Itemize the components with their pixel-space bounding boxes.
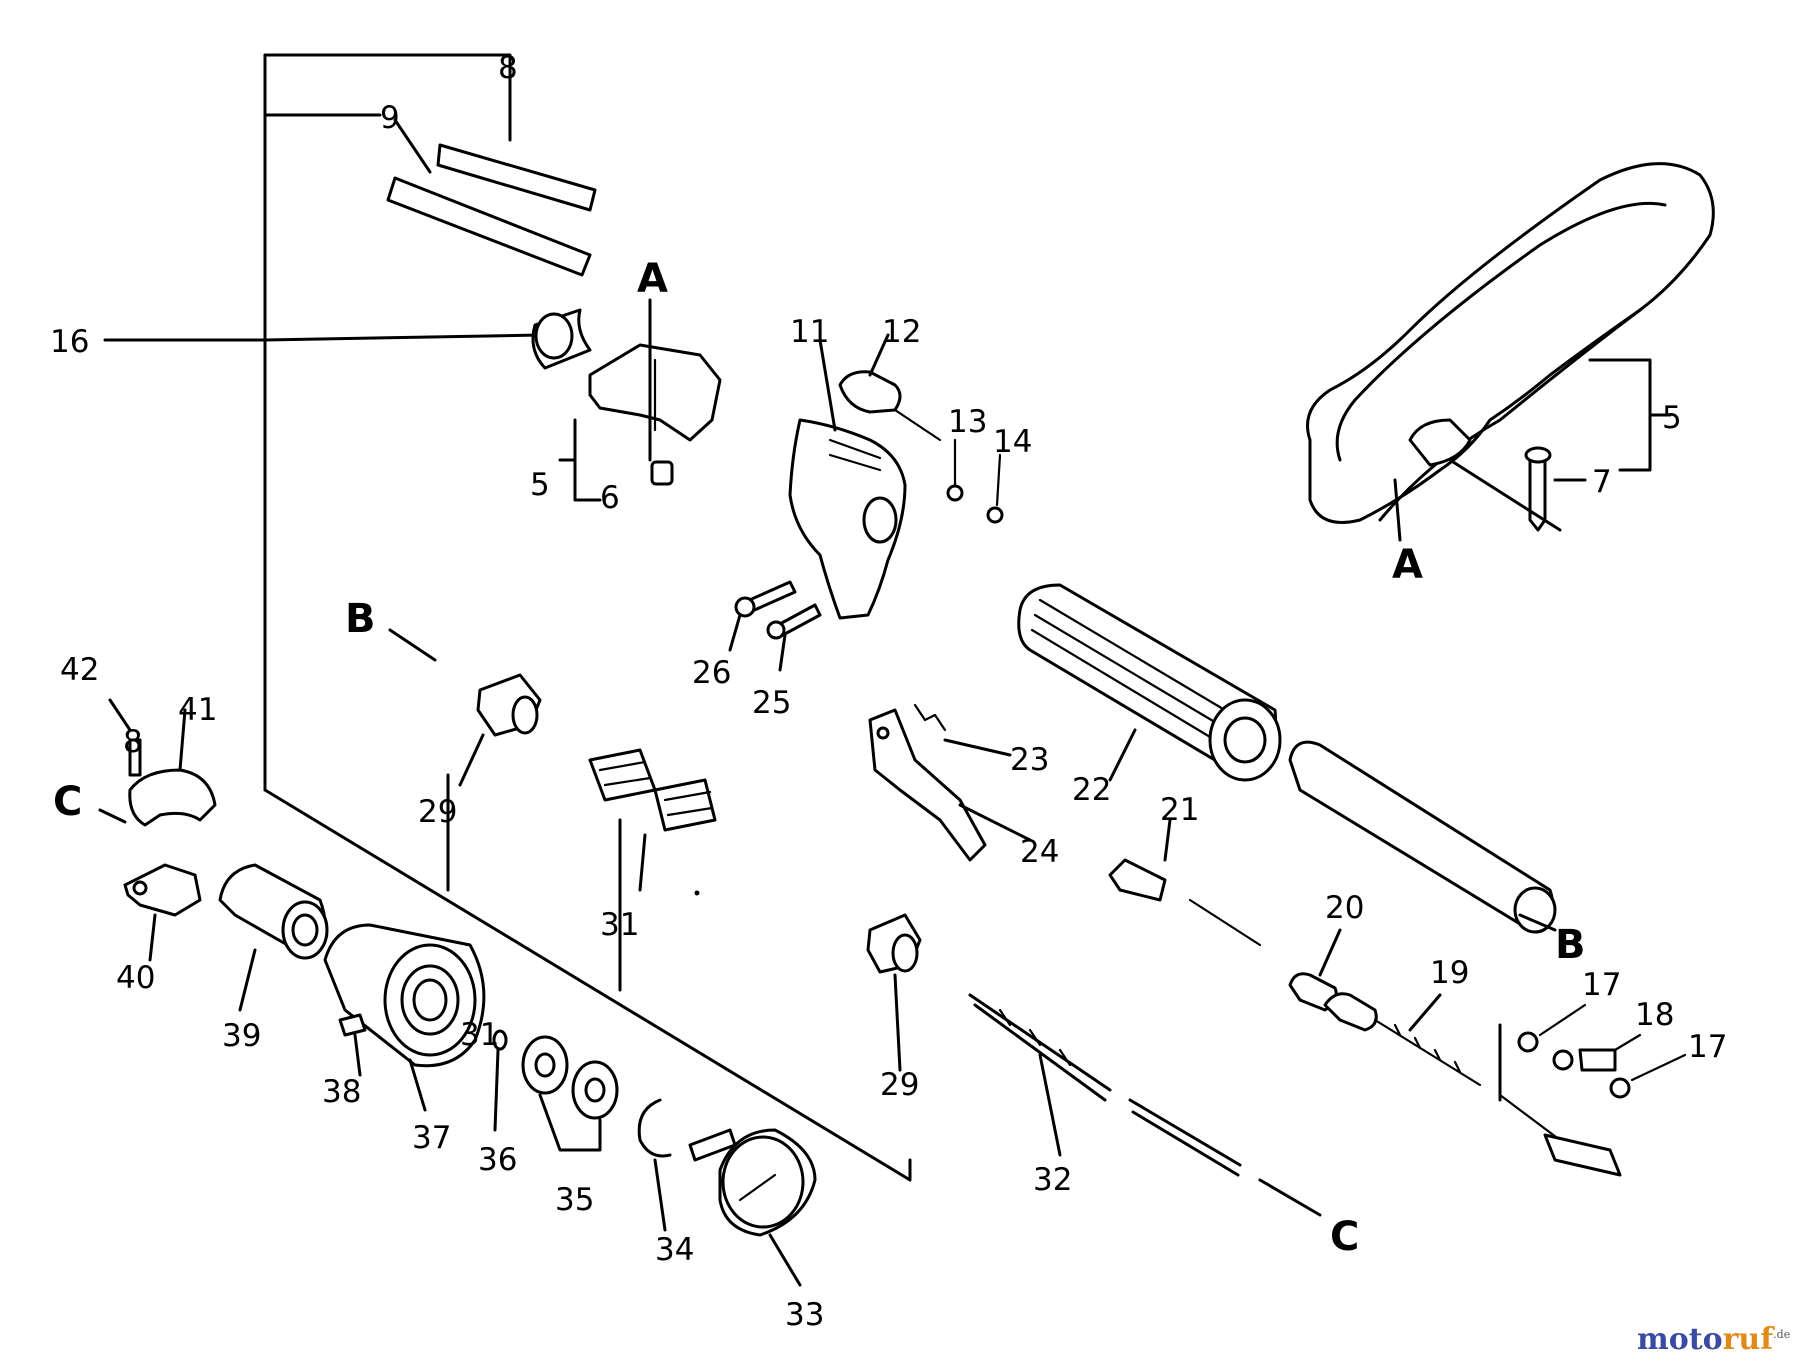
gear-case-37: [323, 923, 486, 1112]
callout-24: 24: [1020, 834, 1059, 870]
clamp-bracket-5: [558, 298, 722, 502]
callout-32: 32: [1033, 1162, 1072, 1198]
callout-40: 40: [116, 960, 155, 996]
callout-12: 12: [882, 314, 921, 350]
bearings-35: [521, 1035, 619, 1152]
lever-24: [868, 708, 1032, 862]
decal-9: [386, 118, 592, 277]
nut-14: [986, 453, 1004, 524]
drive-shaft-32: [968, 993, 1322, 1217]
spline-31: [588, 748, 717, 896]
callout-37: 37: [412, 1120, 451, 1156]
nut-13: [946, 438, 964, 502]
callout-13: 13: [948, 404, 987, 440]
callout-5-left: 5: [530, 467, 550, 503]
throttle-housing-11: [788, 338, 907, 620]
callout-20: 20: [1325, 890, 1364, 926]
callout-14: 14: [993, 424, 1032, 460]
reference-letters: A A B B C C: [53, 256, 1586, 1260]
callout-9: 9: [380, 100, 400, 136]
callout-31-top: 31: [600, 907, 639, 943]
callout-17-lower: 17: [1688, 1029, 1727, 1065]
hub-33: [688, 1128, 817, 1287]
callout-8-top: 8: [498, 50, 518, 86]
bushing-29a: [458, 673, 542, 787]
washer-17a: [1517, 1003, 1587, 1053]
washer-17b: [1609, 1053, 1687, 1099]
screw-25: [766, 603, 822, 672]
ref-A-bottom: A: [1392, 542, 1423, 588]
ref-B-left-leader: [388, 628, 437, 662]
screw-42: [108, 698, 142, 777]
ref-B-right-leader: [1518, 913, 1557, 932]
callout-11: 11: [790, 314, 829, 350]
callout-19: 19: [1430, 955, 1469, 991]
decal-8: [436, 78, 597, 212]
wire-19: [1373, 993, 1622, 1177]
watermark-suffix: .de: [1773, 1328, 1791, 1341]
callout-18: 18: [1635, 997, 1674, 1033]
screw-38: [338, 1013, 367, 1077]
callout-42: 42: [60, 652, 99, 688]
ref-B-left: B: [345, 596, 376, 642]
callout-21: 21: [1160, 792, 1199, 828]
callout-16: 16: [50, 324, 89, 360]
callout-22: 22: [1072, 772, 1111, 808]
callout-17-upper: 17: [1582, 967, 1621, 1003]
clip-18: [1552, 1033, 1642, 1072]
ref-C-left-leader: [98, 808, 127, 824]
callout-35: 35: [555, 1182, 594, 1218]
watermark-part1: moto: [1637, 1322, 1723, 1357]
circlip-36: [492, 1029, 508, 1132]
bolt-7: [1448, 446, 1587, 532]
sleeve-16: [531, 308, 592, 370]
motoruf-watermark: motoruf.de: [1637, 1322, 1790, 1357]
callout-26: 26: [692, 655, 731, 691]
spring-23: [913, 703, 1012, 757]
callout-36: 36: [478, 1142, 517, 1178]
assembly-bracket-lines: [103, 53, 912, 1182]
ref-B-right: B: [1555, 922, 1586, 968]
callout-29-top: 29: [418, 794, 457, 830]
callout-5-right: 5: [1662, 400, 1682, 436]
callout-41: 41: [178, 692, 217, 728]
callout-23: 23: [1010, 742, 1049, 778]
callout-38: 38: [322, 1074, 361, 1110]
callout-29-bottom: 29: [880, 1067, 919, 1103]
callout-25: 25: [752, 685, 791, 721]
snap-ring-34: [637, 1098, 672, 1232]
bushing-29b: [866, 913, 922, 1072]
bracket-40: [123, 863, 202, 962]
ref-A-top: A: [637, 256, 668, 302]
watermark-part2: ruf: [1722, 1322, 1774, 1357]
bolt-21: [1108, 818, 1262, 947]
callout-7: 7: [1592, 464, 1612, 500]
callout-34: 34: [655, 1232, 694, 1268]
collar-39: [218, 863, 329, 1012]
ref-C-left: C: [53, 779, 82, 825]
callout-8-left: 8: [123, 724, 143, 760]
screw-26: [728, 580, 797, 652]
loop-handle-5: [1306, 162, 1715, 542]
tube-B: [1288, 740, 1557, 934]
callout-33: 33: [785, 1297, 824, 1333]
callout-labels: 8 9 16 5 6 11 12 13 14 5 7 26 25 42 8 41…: [50, 50, 1727, 1333]
callout-31-bottom: 31: [460, 1017, 499, 1053]
connector-20: [1288, 928, 1378, 1032]
callout-6: 6: [600, 480, 620, 516]
cover-41: [128, 708, 217, 827]
trigger-button-12: [838, 333, 942, 442]
grip-22: [1017, 583, 1282, 782]
callout-39: 39: [222, 1018, 261, 1054]
ref-C-right: C: [1330, 1214, 1359, 1260]
